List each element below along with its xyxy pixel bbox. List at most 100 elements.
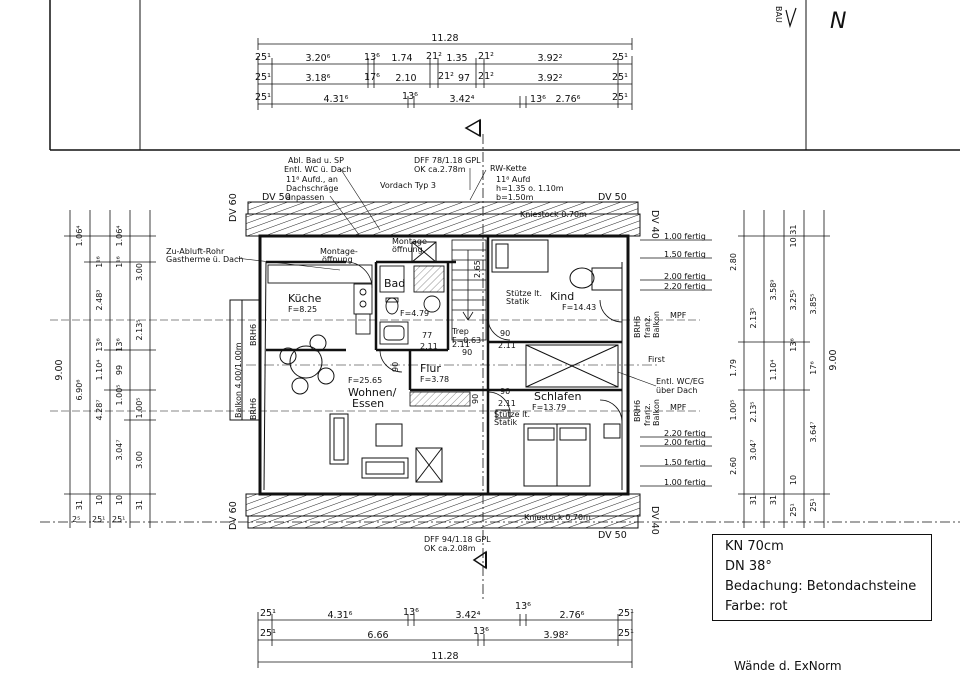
- room-wohnen-name: Wohnen/: [348, 386, 397, 399]
- dim: 1.00⁵: [729, 399, 738, 420]
- dim: 31: [769, 495, 778, 505]
- dim: 17⁶: [364, 72, 380, 83]
- top-overall-dim: 11.28: [431, 33, 458, 44]
- note: öffnung: [322, 255, 353, 264]
- note: Balkon 4.00/1.00m: [234, 342, 243, 418]
- note: Abl. Bad u. SP: [288, 156, 344, 165]
- note: RW-Kette: [490, 164, 527, 173]
- note: DFF 94/1.18 GPL: [424, 535, 491, 544]
- dim: 99: [115, 365, 124, 375]
- note: 2.11: [498, 341, 516, 350]
- room-labels: Küche F=8.25 Bad F=4.79 Trep F=0.63 Kind…: [288, 277, 596, 412]
- dim: 31: [135, 500, 144, 510]
- note: OK ca.2.78m: [414, 165, 466, 174]
- living-furniture: [329, 241, 443, 483]
- dim: 2⁵: [72, 515, 80, 524]
- dim: 31: [749, 495, 758, 505]
- note: DV 40: [649, 210, 660, 239]
- dim: 25¹: [255, 52, 271, 63]
- left-dimension-labels: 9.00 6.90⁶ 1.06⁴ 31 2⁵ 4.28⁷ 2.48³ 1.10⁴…: [54, 225, 144, 524]
- dim: 3.00: [135, 263, 144, 281]
- dim: 25¹: [612, 72, 628, 83]
- dim: 1¹⁶: [95, 256, 104, 268]
- note: 2.11: [420, 342, 438, 351]
- dim: 1.74: [391, 53, 412, 64]
- dim: 13⁶: [364, 52, 380, 63]
- dim: 3.18⁶: [306, 73, 331, 84]
- room-schlafen-area: F=13.79: [532, 403, 566, 412]
- footer-note: Wände d. ExNorm: [734, 659, 842, 673]
- room-bad-area: F=4.79: [400, 309, 429, 318]
- dim: 13⁶: [789, 338, 798, 351]
- dim: 1.06⁴: [115, 225, 124, 246]
- dim: 1.00⁵: [135, 397, 144, 418]
- level-label: 1.00 fertig: [664, 478, 706, 487]
- dim: 9.00: [828, 349, 839, 370]
- note: 90: [500, 387, 510, 396]
- note: Gastherme ü. Dach: [166, 255, 244, 264]
- dim: 25¹: [260, 608, 276, 619]
- note: DV 50: [598, 192, 627, 203]
- dim: 25¹: [255, 72, 271, 83]
- note: Statik: [494, 418, 517, 427]
- dim: 1¹⁶: [115, 256, 124, 268]
- level-label: 2.20 fertig: [664, 282, 706, 291]
- room-wohnen-area: F=25.65: [348, 376, 382, 385]
- note: Entl. WC/EG: [656, 377, 704, 386]
- dim: 2.76⁶: [560, 610, 585, 621]
- note: 2.65: [473, 260, 482, 278]
- staircase: [409, 239, 487, 407]
- note: Stütze lt.: [494, 410, 530, 419]
- dim: 25¹: [92, 515, 105, 524]
- dim: 3.92²: [538, 53, 563, 64]
- level-label: 2.00 fertig: [664, 272, 706, 281]
- plan-annotations: Abl. Bad u. SP Entl. WC ü. Dach 11⁸ Aufd…: [166, 156, 704, 553]
- dim: 25¹: [618, 628, 634, 639]
- note: BRH6: [249, 398, 258, 420]
- note: BRH6: [249, 324, 258, 346]
- room-flur-area: F=3.78: [420, 375, 449, 384]
- dim: 3.25⁵: [789, 289, 798, 310]
- right-level-lines: [640, 239, 712, 487]
- dim: 10: [95, 495, 104, 505]
- dim: 13⁶: [403, 607, 419, 618]
- info-bedachung: Bedachung: Betondachsteine: [725, 579, 917, 594]
- dim: 4.28⁷: [95, 399, 104, 420]
- note: 77: [422, 331, 432, 340]
- info-kn: KN 70cm: [725, 539, 784, 554]
- dim: 21²: [478, 51, 494, 62]
- interior-walls: [266, 236, 622, 494]
- dim: 2.76⁶: [556, 94, 581, 105]
- dim: 13⁶: [515, 601, 531, 612]
- dim: 25¹: [255, 92, 271, 103]
- note: Statik: [506, 297, 529, 306]
- dim: 2.13⁵: [749, 307, 758, 328]
- dim: 17⁶: [809, 361, 818, 374]
- section-marker-bottom: [472, 550, 487, 570]
- note: 2.11: [498, 399, 516, 408]
- note: Stütze lt.: [506, 289, 542, 298]
- bedroom-furniture: [495, 344, 621, 487]
- note: OK ca.2.08m: [424, 544, 476, 553]
- leader-lines: [235, 167, 657, 387]
- note: BRH6: [633, 316, 642, 338]
- dim: 2.13⁵: [749, 401, 758, 422]
- dim: 25¹: [789, 503, 798, 516]
- note: anpassen: [286, 193, 324, 202]
- note: Kniestock 0.70m: [524, 513, 591, 522]
- info-dn: DN 38°: [725, 559, 772, 574]
- level-label: 1.50 fertig: [664, 458, 706, 467]
- note: Vordach Typ 3: [380, 181, 436, 190]
- dim: 2.48³: [95, 289, 104, 310]
- dim: 13⁶: [530, 94, 546, 105]
- top-dimension-labels: 11.28 25¹ 3.20⁶ 13⁶ 1.74 21² 1.35 21² 3.…: [255, 33, 628, 105]
- info-farbe: Farbe: rot: [725, 599, 788, 614]
- dim: 6.90⁶: [75, 379, 84, 400]
- dim: 3.42⁴: [450, 94, 475, 105]
- dim: 13⁶: [402, 91, 418, 102]
- dim: 25¹: [612, 52, 628, 63]
- note: 11⁸ Aufd: [496, 175, 530, 184]
- room-kind-area: F=14.43: [562, 303, 596, 312]
- dim: 3.98²: [544, 630, 569, 641]
